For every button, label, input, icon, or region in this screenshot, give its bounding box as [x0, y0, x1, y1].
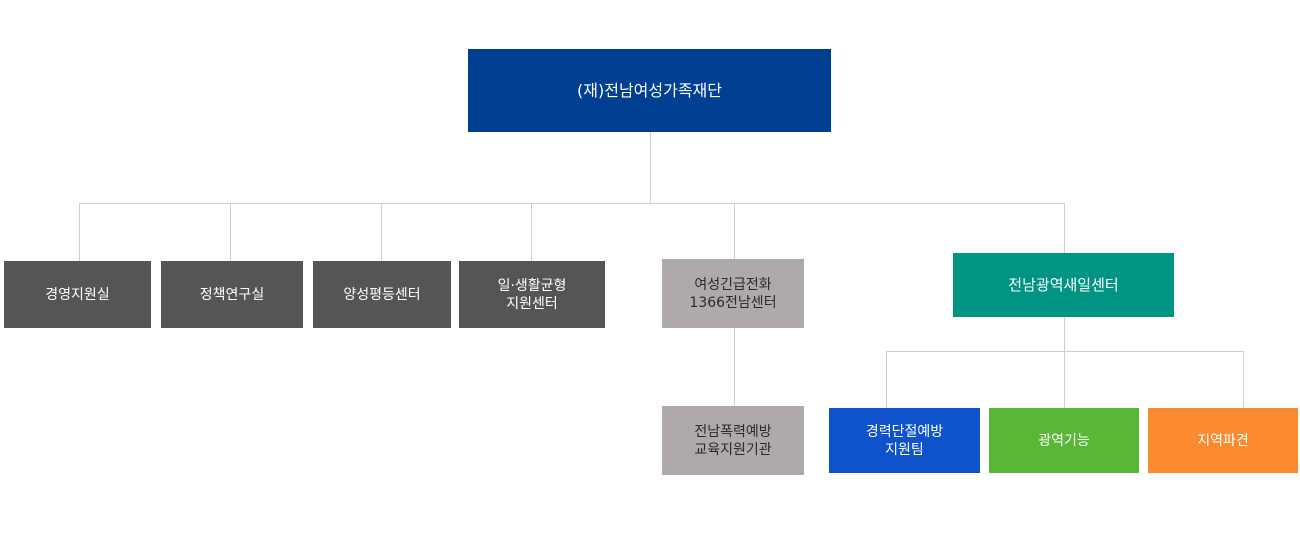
- unit-career-break-label-2: 지원팀: [885, 441, 924, 458]
- unit-violence-prevention-label-2: 교육지원기관: [694, 441, 772, 458]
- connector-hotline: [734, 203, 735, 259]
- dept-saeil-label: 전남광역새일센터: [1008, 276, 1119, 294]
- connector-career-break: [886, 351, 887, 408]
- unit-violence-prevention-label-1: 전남폭력예방: [694, 423, 772, 440]
- connector-main-horizontal: [79, 203, 1065, 204]
- connector-regional-dispatch: [1243, 351, 1244, 408]
- dept-management-label: 경영지원실: [45, 286, 110, 303]
- dept-saeil: 전남광역새일센터: [953, 253, 1174, 317]
- dept-hotline-label-1: 여성긴급전화: [694, 276, 772, 293]
- root-node: (재)전남여성가족재단: [468, 49, 831, 132]
- unit-career-break: 경력단절예방 지원팀: [829, 408, 980, 473]
- connector-policy: [230, 203, 231, 261]
- unit-violence-prevention: 전남폭력예방 교육지원기관: [662, 406, 804, 475]
- dept-policy: 정책연구실: [161, 261, 303, 328]
- unit-regional-function-label: 광역기능: [1038, 432, 1090, 449]
- dept-equality-label: 양성평등센터: [343, 286, 421, 303]
- connector-worklife: [531, 203, 532, 261]
- unit-regional-dispatch: 지역파견: [1148, 408, 1298, 473]
- dept-policy-label: 정책연구실: [199, 286, 265, 303]
- dept-hotline: 여성긴급전화 1366전남센터: [662, 259, 804, 328]
- connector-root-down: [650, 132, 651, 204]
- dept-worklife: 일·생활균형 지원센터: [459, 261, 605, 328]
- dept-worklife-label-2: 지원센터: [506, 295, 558, 312]
- dept-equality: 양성평등센터: [313, 261, 451, 328]
- connector-equality: [381, 203, 382, 261]
- unit-career-break-label-1: 경력단절예방: [865, 423, 944, 440]
- dept-worklife-label-1: 일·생활균형: [497, 277, 567, 294]
- connector-saeil-horizontal: [886, 351, 1244, 352]
- connector-regional-function: [1064, 351, 1065, 408]
- dept-hotline-label-2: 1366전남센터: [689, 294, 777, 311]
- connector-saeil: [1064, 203, 1065, 253]
- connector-saeil-down: [1064, 317, 1065, 352]
- unit-regional-dispatch-label: 지역파견: [1197, 432, 1249, 449]
- unit-regional-function: 광역기능: [989, 408, 1139, 473]
- dept-management: 경영지원실: [4, 261, 151, 328]
- root-label: (재)전남여성가족재단: [577, 80, 722, 100]
- connector-management: [79, 203, 80, 261]
- connector-hotline-down: [734, 328, 735, 406]
